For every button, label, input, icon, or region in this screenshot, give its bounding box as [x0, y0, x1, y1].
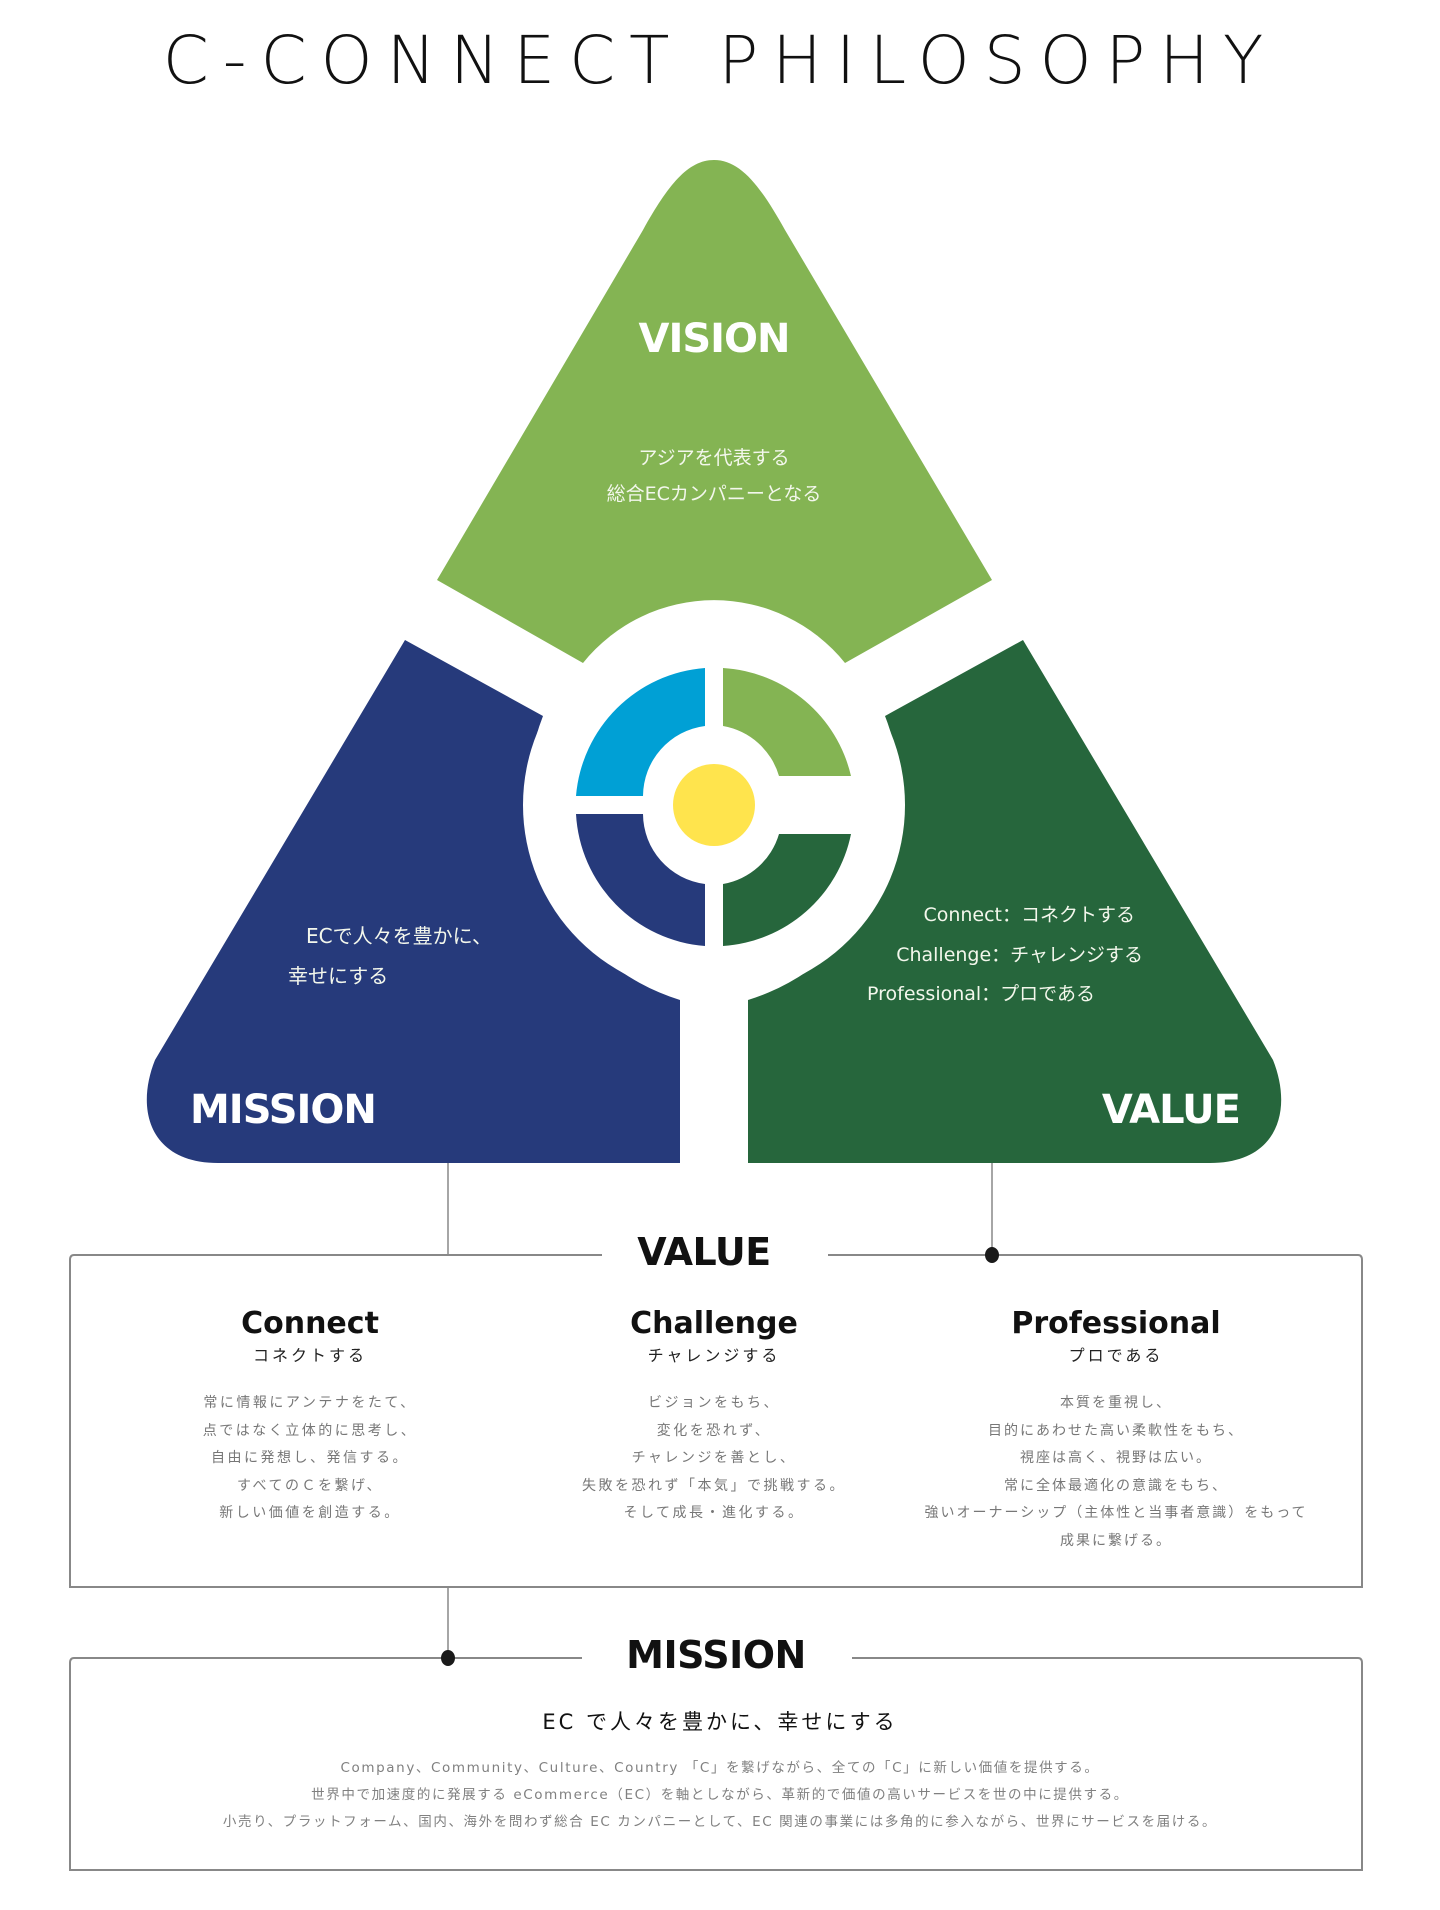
- value-column-title: Challenge: [630, 1306, 798, 1341]
- mission-box-border: [69, 1657, 1363, 1871]
- mission-shape: [146, 640, 680, 1163]
- mission-text-line-2: 幸せにする: [288, 964, 388, 988]
- value-column-subtitle: チャレンジする: [647, 1346, 781, 1365]
- body-line: ビジョンをもち、: [648, 1395, 780, 1411]
- body-line: 自由に発想し、発信する。: [211, 1450, 409, 1466]
- value-label: VALUE: [1102, 1087, 1240, 1133]
- logo-quadrant-darkgreen: [723, 834, 851, 946]
- value-column-challenge: Challenge チャレンジする ビジョンをもち、 変化を恐れず、 チャレンジ…: [504, 1308, 924, 1528]
- body-line: 変化を恐れず、: [656, 1422, 772, 1439]
- body-line: 強いオーナーシップ（主体性と当事者意識）をもって: [924, 1505, 1308, 1521]
- body-line: そして成長・進化する。: [623, 1505, 805, 1521]
- body-line: 新しい価値を創造する。: [219, 1505, 401, 1521]
- vision-text-line-2: 総合ECカンパニーとなる: [607, 483, 822, 505]
- logo-quadrant-blue: [576, 668, 705, 796]
- body-line: 点ではなく立体的に思考し、: [202, 1422, 418, 1439]
- mission-text-line-1: ECで人々を豊かに、: [306, 924, 492, 948]
- body-line: すべてのＣを繋げ、: [237, 1477, 383, 1494]
- logo-center-dot: [673, 764, 755, 846]
- value-column-connect: Connect コネクトする 常に情報にアンテナをたて、 点ではなく立体的に思考…: [100, 1308, 520, 1528]
- value-column-body: 常に情報にアンテナをたて、 点ではなく立体的に思考し、 自由に発想し、発信する。…: [100, 1390, 520, 1528]
- stem-gap: [681, 960, 747, 1170]
- value-column-body: ビジョンをもち、 変化を恐れず、 チャレンジを善とし、 失敗を恐れず「本気」で挑…: [504, 1390, 924, 1528]
- body-line: 視座は高く、視野は広い。: [1020, 1450, 1212, 1466]
- value-section-heading: VALUE: [620, 1230, 788, 1274]
- body-line: チャレンジを善とし、: [631, 1450, 797, 1466]
- body-line: 本質を重視し、: [1060, 1395, 1172, 1411]
- body-line: 常に全体最適化の意識をもち、: [1004, 1477, 1228, 1494]
- mission-body-line-3: 小売り、プラットフォーム、国内、海外を問わず総合 EC カンパニーとして、EC …: [222, 1814, 1218, 1830]
- value-column-professional: Professional プロである 本質を重視し、 目的にあわせた高い柔軟性を…: [886, 1308, 1346, 1555]
- value-column-subtitle: コネクトする: [252, 1346, 367, 1365]
- body-line: 目的にあわせた高い柔軟性をもち、: [988, 1422, 1244, 1439]
- page-title: C-CONNECT PHILOSOPHY: [162, 22, 1278, 99]
- mission-connector-dot: [441, 1650, 455, 1666]
- mission-statement: EC で人々を豊かに、幸せにする: [542, 1710, 898, 1734]
- value-connector-dot: [985, 1247, 999, 1263]
- value-text-line-2: Challenge：チャレンジする: [896, 944, 1143, 966]
- body-line: 成果に繋げる。: [1060, 1532, 1172, 1549]
- vision-shape: [437, 160, 992, 663]
- logo-quadrant-lightgreen: [723, 668, 851, 776]
- logo-quadrant-navy: [576, 814, 705, 946]
- mission-body-line-1: Company、Community、Culture、Country 「C」を繋げ…: [340, 1760, 1100, 1776]
- body-line: 常に情報にアンテナをたて、: [203, 1395, 417, 1411]
- value-shape: [748, 640, 1282, 1163]
- value-column-title: Connect: [241, 1306, 379, 1341]
- value-text-line-3: Professional：プロである: [867, 983, 1095, 1005]
- value-box-border: [69, 1254, 1363, 1588]
- mission-section-heading: MISSION: [600, 1633, 832, 1677]
- c-connect-logo-icon: [576, 668, 851, 946]
- value-text-line-1: Connect：コネクトする: [923, 904, 1135, 926]
- vision-label: VISION: [638, 316, 789, 362]
- mission-body-line-2: 世界中で加速度的に発展する eCommerce（EC）を軸としながら、革新的で価…: [311, 1787, 1129, 1803]
- body-line: 失敗を恐れず「本気」で挑戦する。: [582, 1477, 846, 1494]
- value-column-body: 本質を重視し、 目的にあわせた高い柔軟性をもち、 視座は高く、視野は広い。 常に…: [886, 1390, 1346, 1555]
- value-column-subtitle: プロである: [1068, 1346, 1164, 1365]
- connector-lines: [69, 1163, 1363, 1871]
- vision-text-line-1: アジアを代表する: [638, 447, 789, 469]
- value-column-title: Professional: [1011, 1306, 1221, 1341]
- mission-label: MISSION: [190, 1087, 376, 1133]
